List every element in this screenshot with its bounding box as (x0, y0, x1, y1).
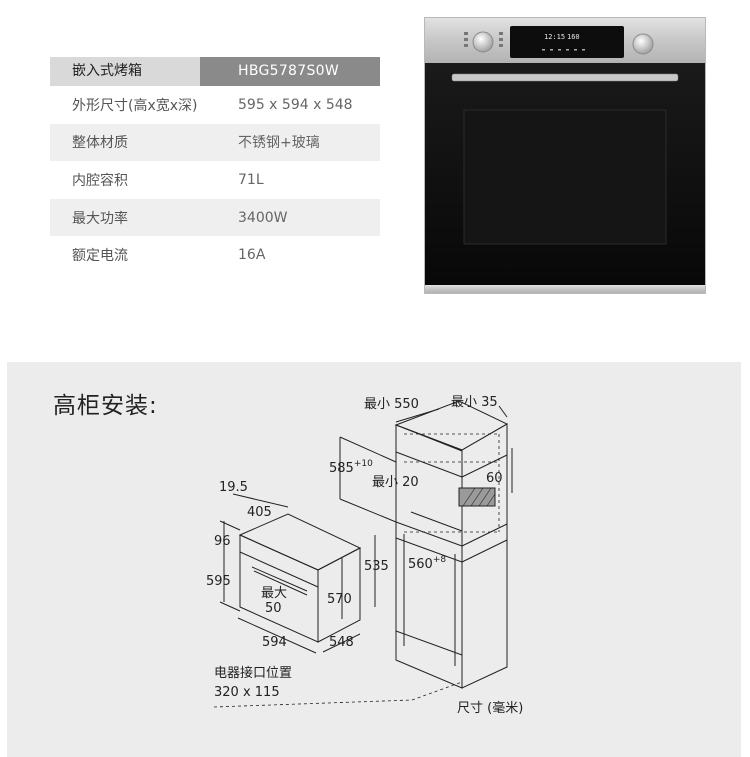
spec-value: 71L (238, 171, 264, 188)
spec-header-label: 嵌入式烤箱 (50, 57, 200, 86)
dim-top-gap: 19.5 (219, 480, 248, 495)
spec-row-material: 整体材质 不锈钢+玻璃 (50, 123, 380, 162)
spec-label: 额定电流 (72, 248, 128, 265)
display-time: 12:15 (544, 33, 565, 41)
dim-max-value: 50 (265, 601, 282, 616)
connection-size: 320 x 115 (214, 685, 280, 700)
dim-side-height: 535 (364, 559, 389, 574)
spec-value: 595 x 594 x 548 (238, 96, 353, 113)
dim-oven-depth: 548 (329, 635, 354, 650)
dim-min-vent: 最小 20 (372, 475, 419, 490)
door-handle (451, 73, 679, 82)
oven-window (463, 109, 667, 245)
bottom-band (7, 750, 741, 757)
oven-side-face (317, 547, 361, 643)
display-temp: 160 (567, 33, 580, 41)
spec-row-dimensions: 外形尺寸(高x宽x深) 595 x 594 x 548 (50, 86, 380, 124)
program-icons (464, 32, 503, 47)
cabinet-side (461, 423, 508, 689)
dim-min-depth: 最小 550 (364, 397, 419, 412)
spec-row-volume: 内腔容积 71L (50, 161, 380, 199)
connection-label: 电器接口位置 (214, 665, 292, 681)
temperature-knob-icon (632, 33, 654, 55)
spec-row-power: 最大功率 3400W (50, 198, 380, 237)
spec-value: 3400W (238, 209, 288, 226)
installation-diagram: 19.5 405 96 595 最大 50 570 535 594 548 最小… (206, 395, 523, 716)
display-panel (510, 26, 624, 58)
dim-max-label: 最大 (261, 586, 287, 601)
installation-panel: 高柜安装: (7, 362, 741, 750)
control-panel: 12:15 160 (464, 26, 654, 58)
unit-note: 尺寸 (毫米) (457, 700, 523, 716)
spec-value: 16A (238, 247, 266, 264)
dim-oven-height: 595 (206, 574, 231, 589)
spec-header: 嵌入式烤箱 HBG5787S0W (50, 57, 380, 86)
spec-label: 整体材质 (72, 135, 128, 152)
dim-vent: 60 (486, 471, 503, 486)
dim-inner-height: 570 (327, 592, 352, 607)
spec-label: 外形尺寸(高x宽x深) (72, 97, 198, 114)
dim-panel-height: 96 (214, 534, 231, 549)
spec-label: 内腔容积 (72, 172, 128, 189)
spec-row-current: 额定电流 16A (50, 236, 380, 274)
install-title: 高柜安装: (53, 393, 158, 419)
spec-table: 嵌入式烤箱 HBG5787S0W 外形尺寸(高x宽x深) 595 x 594 x… (50, 57, 380, 274)
dim-niche-size: 560+8 (408, 555, 446, 572)
display-dots (542, 49, 585, 51)
dim-niche-height: 585+10 (329, 459, 373, 476)
spec-value: 不锈钢+玻璃 (238, 135, 320, 152)
dim-oven-width: 594 (262, 635, 287, 650)
spec-label: 最大功率 (72, 210, 128, 227)
dim-top-depth: 405 (247, 505, 272, 520)
spec-header-model: HBG5787S0W (200, 57, 380, 86)
function-knob-icon (472, 31, 494, 53)
oven-product-image: 12:15 160 (424, 17, 706, 294)
dim-min-gap: 最小 35 (451, 395, 498, 410)
bottom-trim (425, 285, 705, 293)
